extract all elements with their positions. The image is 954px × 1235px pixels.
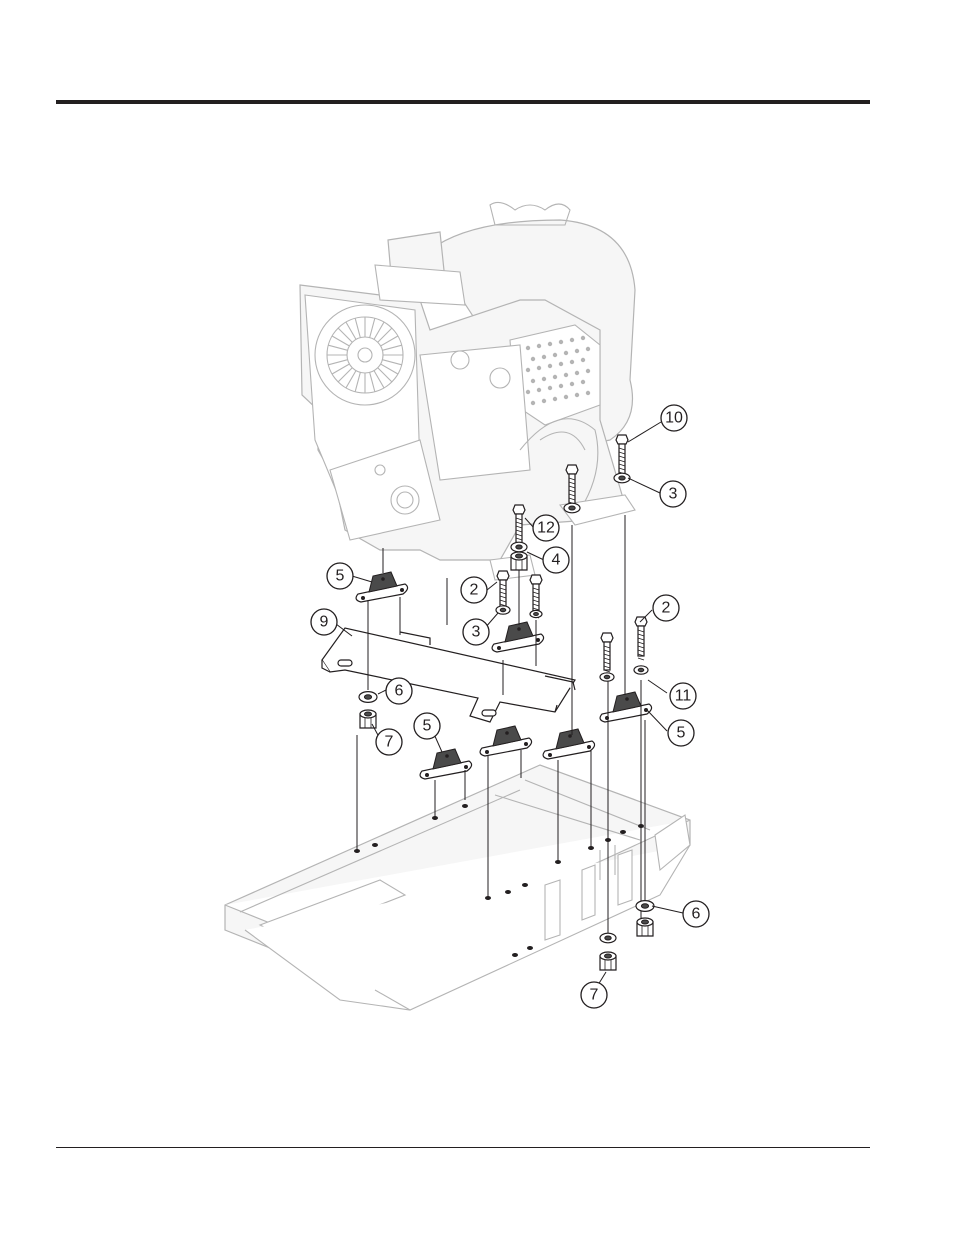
- frame-hole: [462, 804, 468, 808]
- callout-3-upper-label: 3: [669, 486, 678, 503]
- callout-12: 12: [533, 515, 559, 541]
- callout-6-upper-label: 6: [395, 683, 404, 700]
- callout-5-center-label: 5: [423, 718, 432, 735]
- frame-hole: [522, 883, 528, 887]
- callout-7-upper: 7: [376, 729, 402, 755]
- callout-2-right-label: 2: [662, 600, 671, 617]
- washer: [359, 692, 377, 703]
- frame-hole: [555, 860, 561, 864]
- hex-bolt: [635, 617, 647, 660]
- callout-5-center: 5: [414, 713, 440, 739]
- callout-7-lower: 7: [581, 982, 607, 1008]
- hex-bolt: [616, 435, 628, 478]
- rubber-mount: [420, 749, 471, 779]
- engine-illustration: [300, 202, 635, 580]
- callout-6-lower: 6: [683, 901, 709, 927]
- hex-nut: [360, 710, 376, 728]
- hex-nut: [600, 952, 616, 970]
- washer: [636, 901, 654, 912]
- callout-5-right-label: 5: [677, 725, 686, 742]
- washer: [511, 542, 527, 552]
- callout-5-right: 5: [668, 720, 694, 746]
- washer: [600, 673, 614, 681]
- callout-6-upper: 6: [386, 678, 412, 704]
- frame-hole: [372, 843, 378, 847]
- frame-hole: [354, 849, 360, 853]
- callout-11-label: 11: [675, 688, 692, 705]
- callout-9: 9: [311, 609, 337, 635]
- frame-hole: [512, 953, 518, 957]
- hex-nut: [637, 918, 653, 936]
- callout-2-center: 2: [461, 577, 487, 603]
- callout-10: 10: [661, 405, 687, 431]
- callout-5-left-label: 5: [336, 568, 345, 585]
- rubber-mount: [480, 726, 531, 756]
- frame-hole: [432, 816, 438, 820]
- callout-3-upper: 3: [660, 481, 686, 507]
- washer: [530, 610, 542, 617]
- hex-bolt: [601, 633, 613, 672]
- callout-7-upper-label: 7: [385, 734, 394, 751]
- rubber-mount: [543, 729, 594, 759]
- callout-12-label: 12: [537, 520, 555, 537]
- frame-hole: [588, 846, 594, 850]
- callout-4: 4: [543, 547, 569, 573]
- hex-bolt: [497, 571, 509, 610]
- washer: [634, 666, 648, 674]
- callout-2-right: 2: [653, 595, 679, 621]
- washer: [600, 933, 616, 943]
- frame-hole: [527, 946, 533, 950]
- callout-6-lower-label: 6: [692, 906, 701, 923]
- callout-4-label: 4: [552, 552, 561, 569]
- callout-11: 11: [670, 683, 696, 709]
- callout-2-center-label: 2: [470, 582, 479, 599]
- washer: [564, 503, 580, 513]
- frame-hole: [485, 896, 491, 900]
- callout-10-label: 10: [665, 410, 683, 427]
- frame-hole: [505, 890, 511, 894]
- callout-9-label: 9: [320, 614, 329, 631]
- washer: [496, 606, 510, 614]
- washer: [614, 473, 630, 483]
- callout-7-lower-label: 7: [590, 987, 599, 1004]
- frame-hole: [605, 838, 611, 842]
- base-frame: [225, 765, 690, 1010]
- hex-nut: [511, 552, 527, 570]
- callout-3-center-label: 3: [472, 624, 481, 641]
- frame-hole: [620, 830, 626, 834]
- callout-5-left: 5: [327, 563, 353, 589]
- callout-3-center: 3: [463, 619, 489, 645]
- frame-hole: [638, 824, 644, 828]
